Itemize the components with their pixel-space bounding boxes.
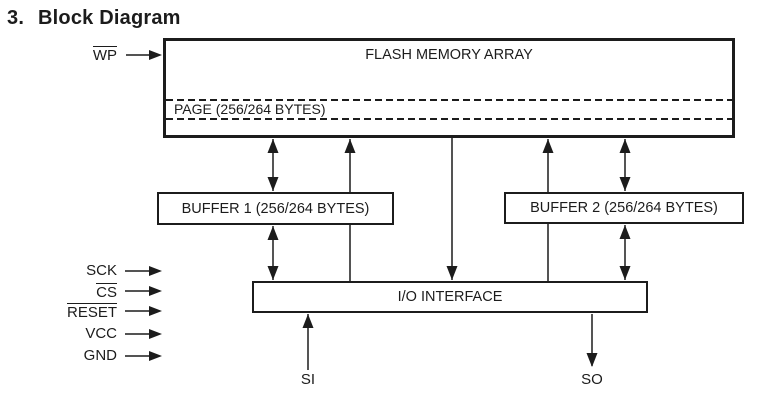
signal-label-si: SI bbox=[300, 371, 316, 388]
flash-memory-array-box: FLASH MEMORY ARRAY PAGE (256/264 BYTES) bbox=[163, 38, 735, 138]
signal-label-cs: CS bbox=[96, 283, 117, 301]
wp-arrow bbox=[126, 50, 162, 60]
page-region-label: PAGE (256/264 BYTES) bbox=[174, 101, 326, 117]
io-interface-label: I/O INTERFACE bbox=[397, 289, 503, 305]
sck-arrow bbox=[125, 266, 162, 276]
section-number: 3. bbox=[7, 7, 25, 29]
buffer1-io-bidirectional-arrow bbox=[267, 226, 279, 280]
vcc-arrow bbox=[125, 329, 162, 339]
flash-buffer1-bidirectional-arrow bbox=[267, 139, 279, 191]
signal-label-gnd: GND bbox=[83, 347, 117, 364]
page-region-dashed-line-bottom bbox=[166, 118, 732, 120]
gnd-arrow bbox=[125, 351, 162, 361]
signal-label-wp: WP bbox=[92, 46, 117, 64]
signal-label-so: SO bbox=[581, 371, 603, 388]
so-arrow bbox=[586, 314, 598, 367]
section-title-text: Block Diagram bbox=[38, 7, 181, 29]
flash-memory-array-label: FLASH MEMORY ARRAY bbox=[365, 47, 533, 63]
signal-label-reset: RESET bbox=[66, 303, 117, 321]
cs-arrow bbox=[125, 286, 162, 296]
flash-to-io-arrow bbox=[446, 138, 458, 280]
buffer1-box: BUFFER 1 (256/264 BYTES) bbox=[157, 192, 394, 225]
signal-label-sck: SCK bbox=[86, 262, 117, 279]
signal-label-vcc: VCC bbox=[85, 325, 117, 342]
buffer2-box: BUFFER 2 (256/264 BYTES) bbox=[504, 192, 744, 224]
flash-buffer2-bidirectional-arrow bbox=[619, 139, 631, 191]
reset-arrow bbox=[125, 306, 162, 316]
io-interface-box: I/O INTERFACE bbox=[252, 281, 648, 313]
si-arrow bbox=[302, 314, 314, 370]
buffer2-label: BUFFER 2 (256/264 BYTES) bbox=[530, 200, 718, 216]
buffer1-label: BUFFER 1 (256/264 BYTES) bbox=[181, 200, 370, 217]
buffer2-io-bidirectional-arrow bbox=[619, 225, 631, 280]
page-region-dashed-line-top bbox=[166, 99, 732, 101]
